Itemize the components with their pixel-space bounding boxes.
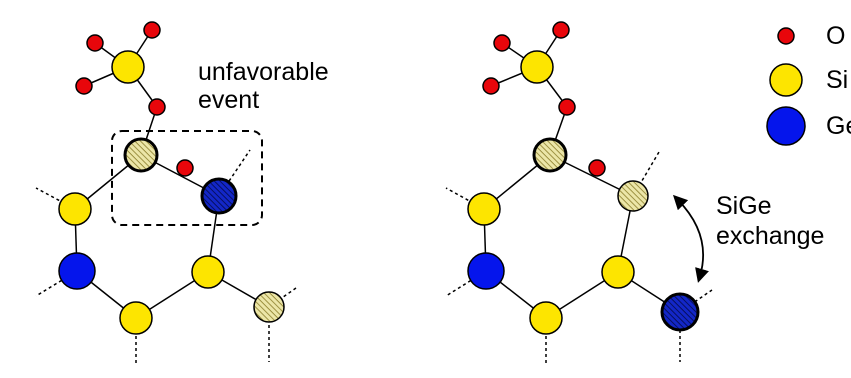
silicon-atom [467, 192, 501, 226]
legend-label-germanium: Ge [826, 112, 851, 140]
left-structure [35, 21, 297, 366]
silicon-atom [119, 301, 153, 335]
hatched-silicon-atom [253, 291, 285, 323]
silicon-atom [111, 50, 145, 84]
silicon-atom [191, 255, 225, 289]
oxygen-atom [552, 21, 570, 39]
hatched-germanium-atom [200, 177, 238, 215]
oxygen-atom [75, 77, 93, 95]
oxygen-atom [493, 34, 511, 52]
silicon-atom [601, 255, 635, 289]
oxygen-atom [148, 98, 166, 116]
exchange-arrow [672, 194, 709, 283]
hatched-silicon-atom [123, 137, 159, 173]
germanium-atom [58, 252, 96, 290]
hatched-silicon-atom [617, 180, 649, 212]
oxygen-atom [176, 159, 194, 177]
germanium-atom [467, 252, 505, 290]
legend-oxygen-swatch [777, 27, 795, 45]
legend-label-oxygen: O [826, 22, 846, 50]
sige-exchange-label-line1: SiGe [716, 192, 772, 220]
legend-silicon-swatch [769, 63, 803, 97]
hatched-silicon-atom [532, 137, 568, 173]
legend [766, 27, 806, 146]
legend-label-silicon: Si [826, 66, 849, 94]
oxygen-atom [482, 77, 500, 95]
oxygen-atom [86, 34, 104, 52]
unfavorable-event-label-line1: unfavorable [198, 58, 329, 86]
silicon-atom [529, 301, 563, 335]
oxygen-atom [143, 21, 161, 39]
silicon-atom [58, 192, 92, 226]
unfavorable-event-label-line2: event [198, 86, 260, 114]
oxygen-atom [558, 98, 576, 116]
oxygen-atom [588, 159, 606, 177]
silicon-atom [520, 50, 554, 84]
event-highlight-box [111, 130, 263, 226]
sige-exchange-label-line2: exchange [716, 222, 825, 250]
right-structure [445, 21, 713, 366]
hatched-germanium-atom [660, 292, 700, 332]
right-bonds [483, 29, 681, 319]
legend-germanium-swatch [766, 106, 806, 146]
